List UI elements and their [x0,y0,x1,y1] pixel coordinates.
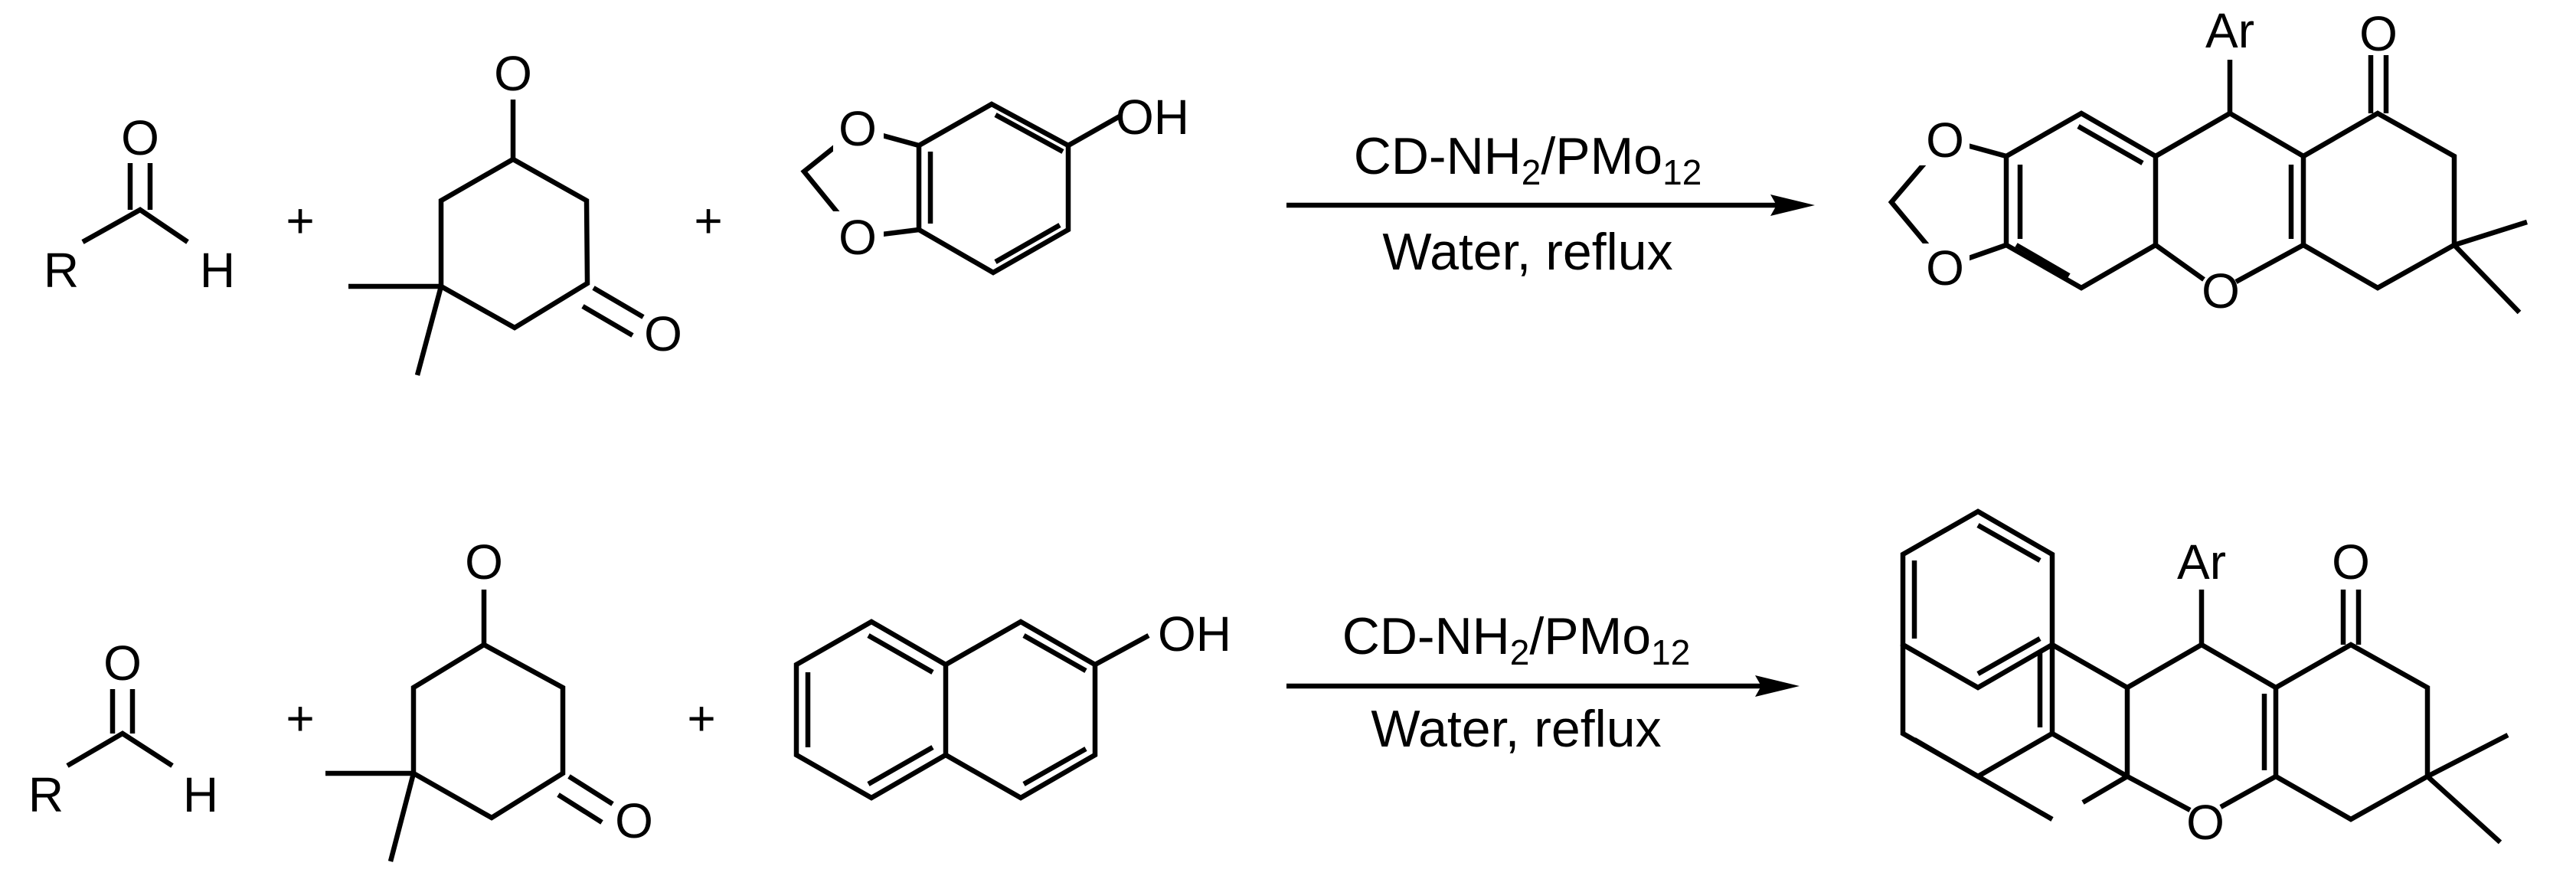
solvent-label: Water, reflux [1382,223,1672,281]
dimedone-o-bottom: O [644,306,682,361]
product-1: Ar O O O O [1888,3,2528,319]
aldehyde-h-label: H [183,767,218,822]
product-2: Ar O O [1900,508,2509,850]
product2-ketone-o: O [2332,534,2370,590]
plus-sign: + [694,193,722,248]
dimedone-o-top: O [494,46,532,101]
reaction-2: R H O + O O + OH CD-NH2/PMo12 [28,508,2509,862]
sesamol: OH O O [800,90,1189,276]
product2-ar-label: Ar [2177,534,2226,590]
dimedone-o-top: O [465,534,503,590]
plus-sign: + [687,691,715,746]
dimedone-2: O O [325,534,653,862]
reaction-arrow-2: CD-NH2/PMo12 Water, reflux [1286,607,1800,758]
product2-ring-o: O [2186,795,2225,850]
product1-ketone-o: O [2359,6,2398,61]
plus-sign: + [286,691,314,746]
aldehyde-1: R H O [44,110,235,298]
reaction-arrow-1: CD-NH2/PMo12 Water, reflux [1286,127,1815,281]
dimedone-o-bottom: O [615,793,653,848]
product1-ring-o: O [2202,263,2240,319]
product1-diox-o-upper: O [1926,113,1964,168]
dimedone-1: O O [348,46,682,376]
aldehyde-2: R H O [28,636,218,822]
solvent-label: Water, reflux [1371,700,1661,758]
catalyst-label: CD-NH2/PMo12 [1354,127,1702,192]
aldehyde-h-label: H [200,243,235,298]
2-naphthol: OH [793,606,1231,801]
product1-diox-o-lower: O [1926,240,1964,296]
sesamol-o-lower: O [839,210,877,265]
aldehyde-r-label: R [44,243,79,298]
reaction-1: R H O + O O + OH O O [44,3,2528,376]
catalyst-label: CD-NH2/PMo12 [1342,607,1691,672]
aldehyde-o-label: O [103,636,142,691]
sesamol-oh-label: OH [1116,90,1189,145]
naphthol-oh-label: OH [1158,606,1231,662]
aldehyde-o-label: O [121,110,159,165]
sesamol-o-upper: O [839,101,877,156]
aldehyde-r-label: R [28,767,64,822]
plus-sign: + [286,193,314,248]
product1-ar-label: Ar [2205,3,2254,58]
